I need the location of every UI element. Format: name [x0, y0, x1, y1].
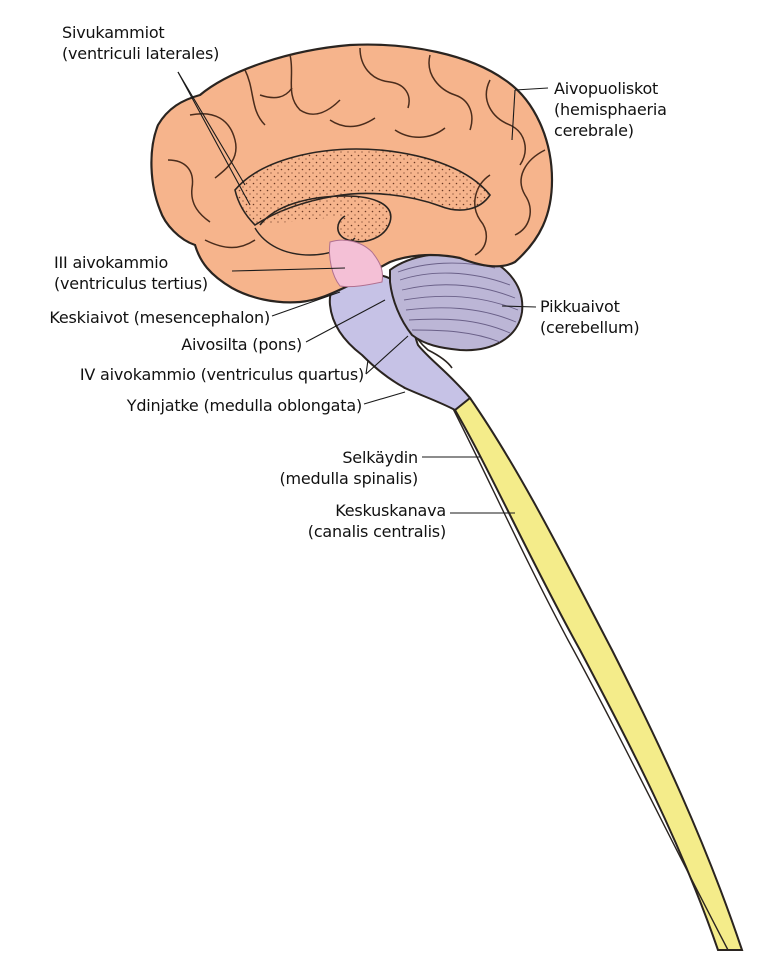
- leader-lines: [177, 71, 549, 514]
- label-midbrain: Keskiaivot (mesencephalon): [49, 308, 270, 327]
- central-canal: [444, 392, 729, 951]
- label-cerebellum: Pikkuaivot (cerebellum): [540, 297, 640, 337]
- label-medulla-oblongata: Ydinjatke (medulla oblongata): [126, 396, 362, 415]
- label-pons: Aivosilta (pons): [181, 335, 302, 354]
- label-fourth-ventricle: IV aivokammio (ventriculus quartus): [79, 365, 364, 384]
- third-ventricle: [329, 239, 383, 288]
- cerebrum-gyri: [167, 47, 546, 256]
- cerebellum-folia: [397, 262, 519, 343]
- label-lateral-ventricles: Sivukammiot (ventriculi laterales): [62, 23, 220, 63]
- label-central-canal: Keskuskanava (canalis centralis): [307, 501, 446, 541]
- label-third-ventricle: III aivokammio (ventriculus tertius): [54, 253, 208, 293]
- label-cerebral-hemispheres: Aivopuoliskot (hemisphaeria cerebrale): [554, 79, 667, 140]
- spinal-cord: [403, 370, 744, 951]
- lateral-ventricle: [259, 195, 392, 243]
- label-spinal-cord: Selkäydin (medulla spinalis): [279, 448, 418, 488]
